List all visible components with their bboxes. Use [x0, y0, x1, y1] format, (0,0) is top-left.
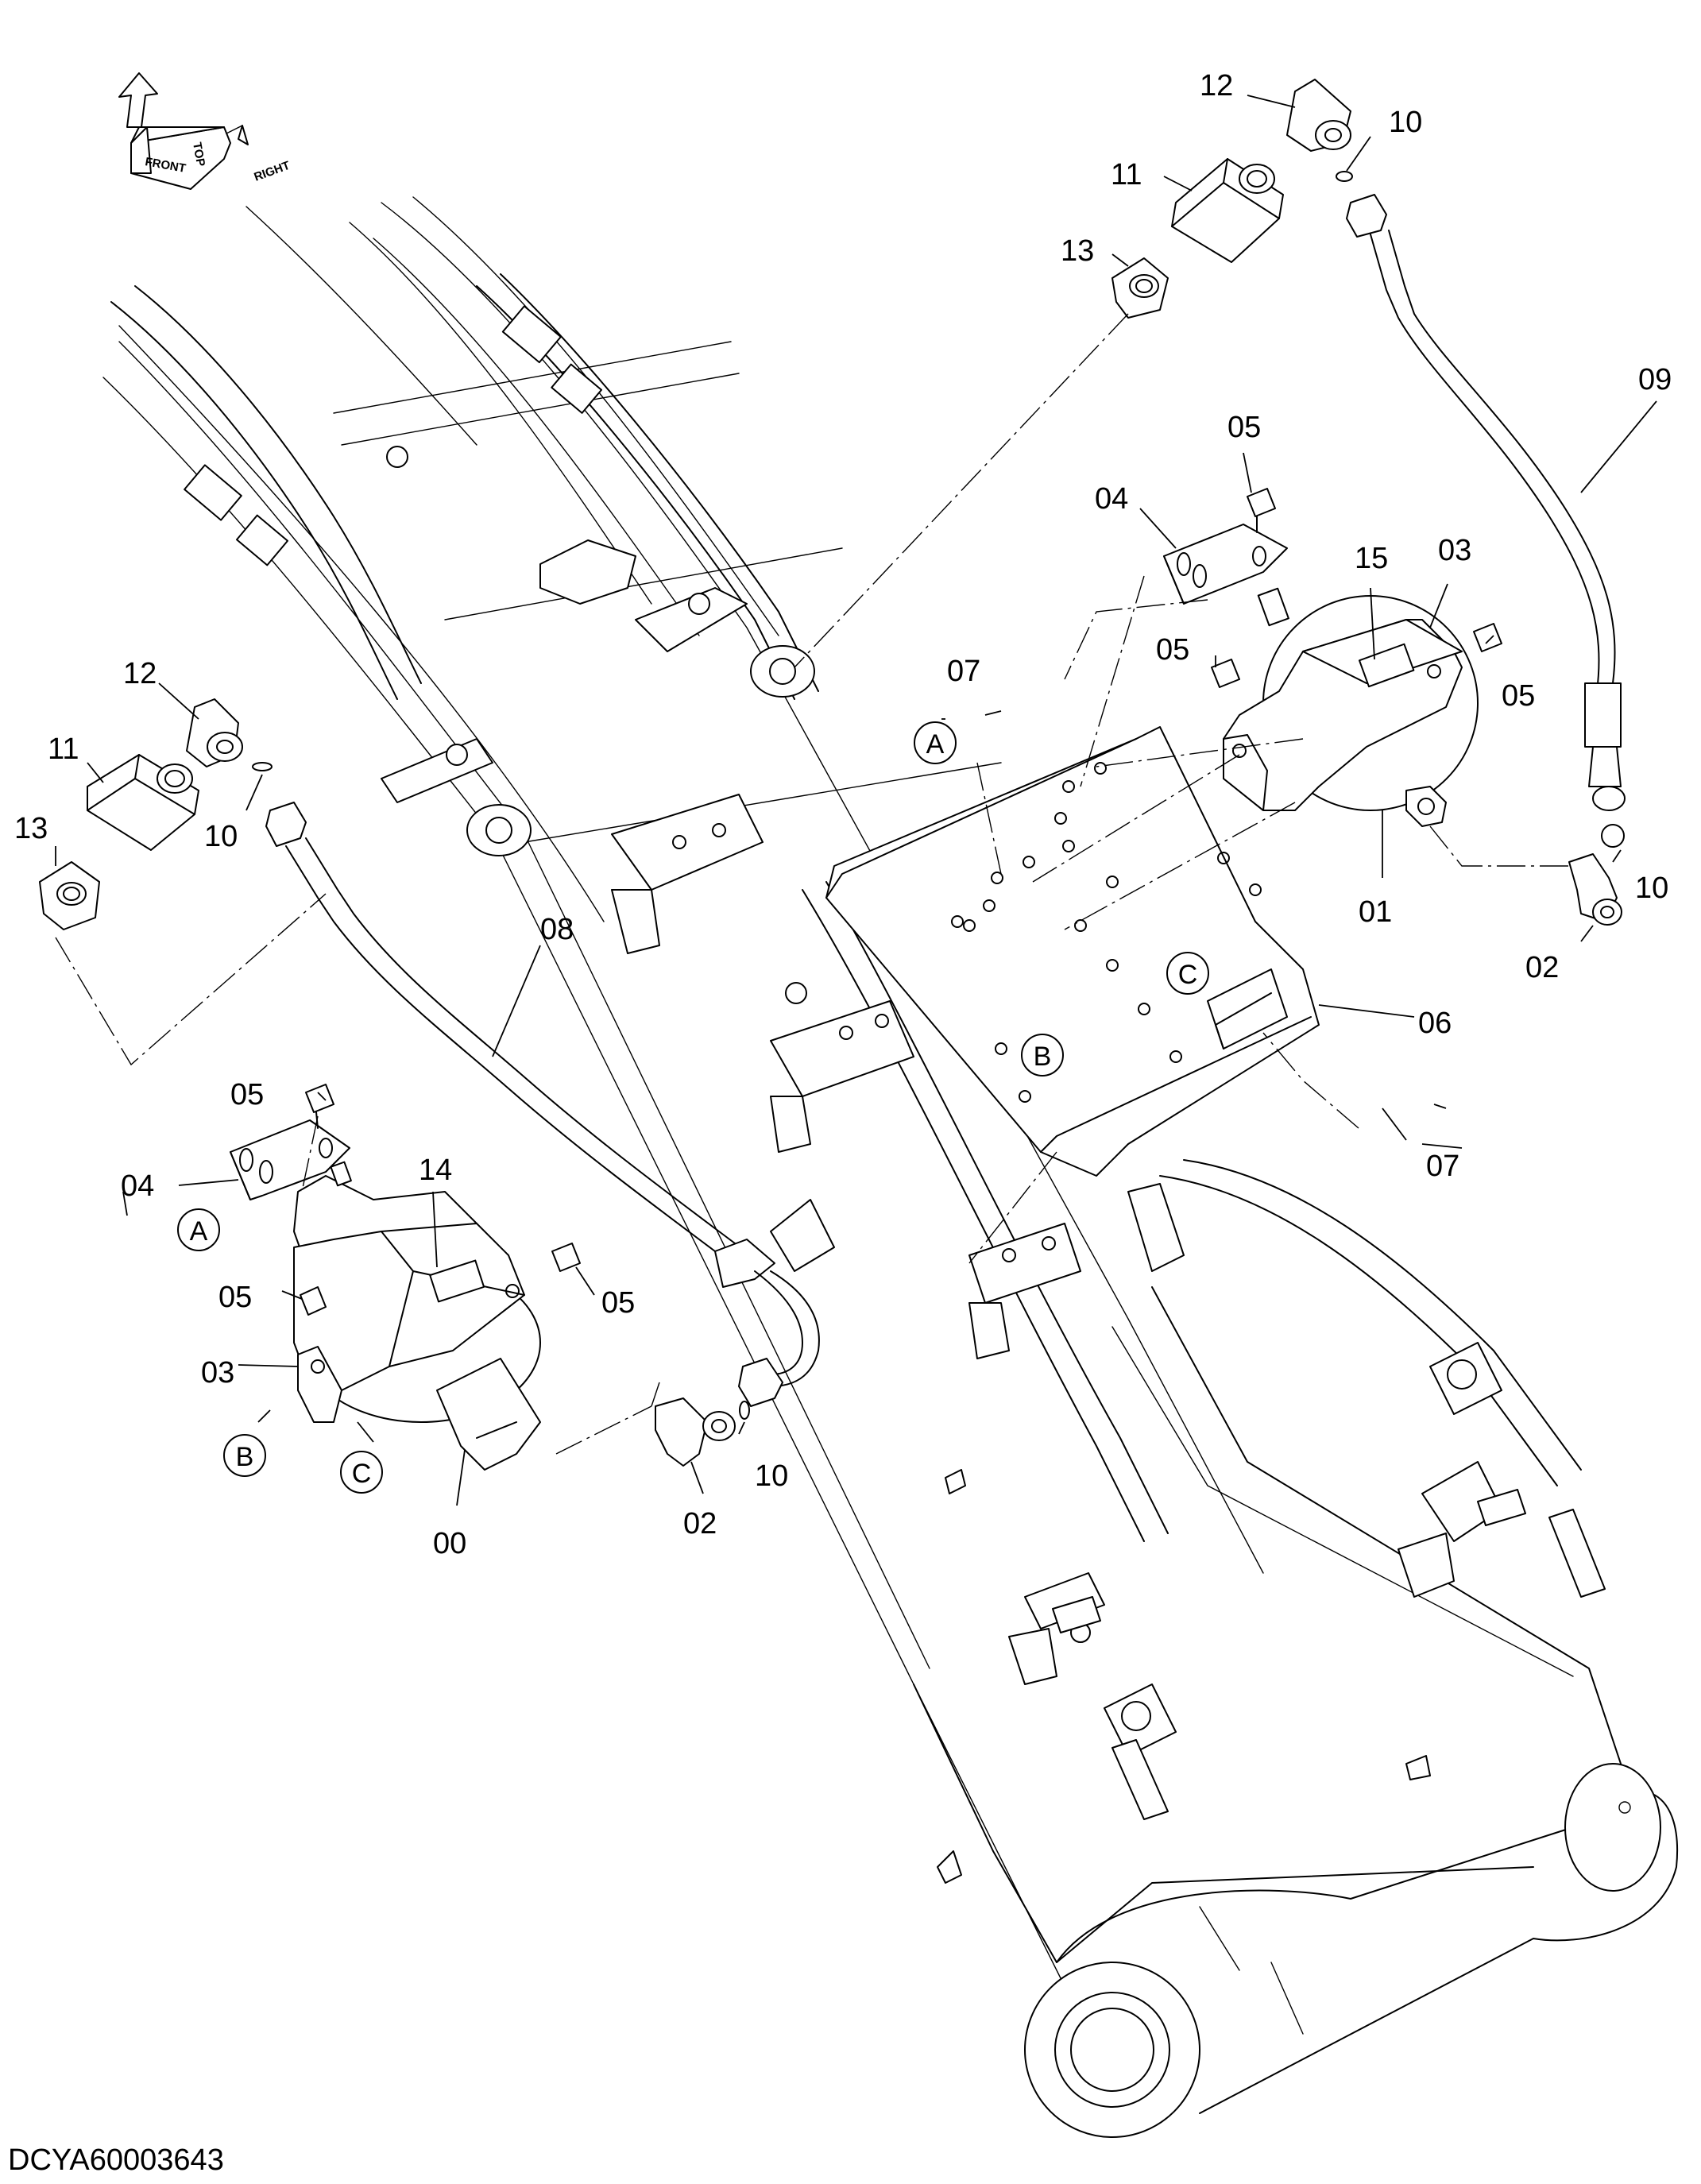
callout-10-left: 10	[204, 820, 238, 853]
callout-05-a: 05	[1227, 411, 1261, 444]
callout-05-c: 05	[1502, 679, 1535, 713]
callout-02-right: 02	[1525, 951, 1559, 984]
callout-09: 09	[1638, 363, 1672, 396]
ref-marker-a-plate: A	[914, 721, 957, 764]
callout-06: 06	[1418, 1007, 1452, 1040]
callout-leaders	[55, 95, 1657, 1506]
callout-07-top: 07	[947, 655, 980, 688]
callout-02-bottom: 02	[683, 1507, 717, 1540]
callout-15: 15	[1355, 542, 1388, 575]
boom-hoses	[110, 273, 1091, 1643]
ref-marker-c-plate: C	[1166, 952, 1209, 995]
assembly-lines	[55, 313, 1569, 1455]
svg-text:B: B	[1034, 1042, 1052, 1072]
callout-14: 14	[419, 1154, 452, 1187]
callout-05-e: 05	[218, 1281, 252, 1314]
callout-03-right: 03	[1438, 534, 1471, 567]
drawing-code: DCYA60003643	[8, 2143, 224, 2177]
reference-markers: A B C A B C	[177, 721, 1209, 1494]
elbow-02-right	[1568, 853, 1622, 926]
callout-04-right: 04	[1095, 482, 1128, 516]
svg-text:C: C	[1178, 960, 1198, 990]
ref-marker-b-left: B	[223, 1434, 266, 1477]
svg-text:A: A	[190, 1216, 208, 1247]
hose-09	[1346, 194, 1626, 848]
callout-01: 01	[1359, 895, 1392, 929]
fittings-left	[39, 698, 273, 930]
callout-13-left: 13	[14, 812, 48, 845]
callout-10-top: 10	[1389, 106, 1422, 139]
svg-text:B: B	[236, 1442, 254, 1472]
callout-05-d: 05	[230, 1078, 264, 1111]
accumulator-left-assembly	[230, 1084, 581, 1471]
ref-marker-c-left: C	[340, 1451, 383, 1494]
ref-marker-b-plate: B	[1021, 1034, 1064, 1077]
callout-10-bottom: 10	[755, 1459, 788, 1493]
callout-03-left: 03	[201, 1356, 234, 1390]
fittings-top	[1111, 79, 1353, 319]
callout-05-f: 05	[601, 1286, 635, 1320]
callout-07-bottom: 07	[1426, 1150, 1459, 1183]
callout-12-top: 12	[1200, 69, 1233, 102]
callout-13-top: 13	[1061, 234, 1094, 268]
accumulator-right-assembly	[1163, 488, 1502, 827]
orientation-right-label: RIGHT	[253, 159, 292, 184]
svg-text:C: C	[352, 1459, 372, 1489]
callout-11-top: 11	[1111, 158, 1142, 191]
elbow-02-bottom	[655, 1397, 750, 1467]
orientation-top-label: TOP	[190, 141, 207, 168]
callout-00: 00	[433, 1527, 466, 1560]
ref-marker-a-left: A	[177, 1208, 220, 1251]
callout-labels: 12 10 11 13 09 05 04 15 03 07 05 05 12 1…	[14, 69, 1672, 1560]
orientation-indicator-icon: FRONT TOP RIGHT	[118, 72, 292, 190]
hose-08	[265, 802, 820, 1407]
boom-brackets	[539, 539, 1606, 1884]
callout-10-right: 10	[1635, 872, 1668, 905]
callout-12-left: 12	[123, 657, 157, 690]
callout-04-left: 04	[121, 1169, 154, 1203]
svg-text:A: A	[926, 729, 945, 760]
callout-11-left: 11	[48, 733, 79, 766]
callout-08: 08	[540, 913, 574, 946]
callout-05-b: 05	[1156, 633, 1189, 667]
